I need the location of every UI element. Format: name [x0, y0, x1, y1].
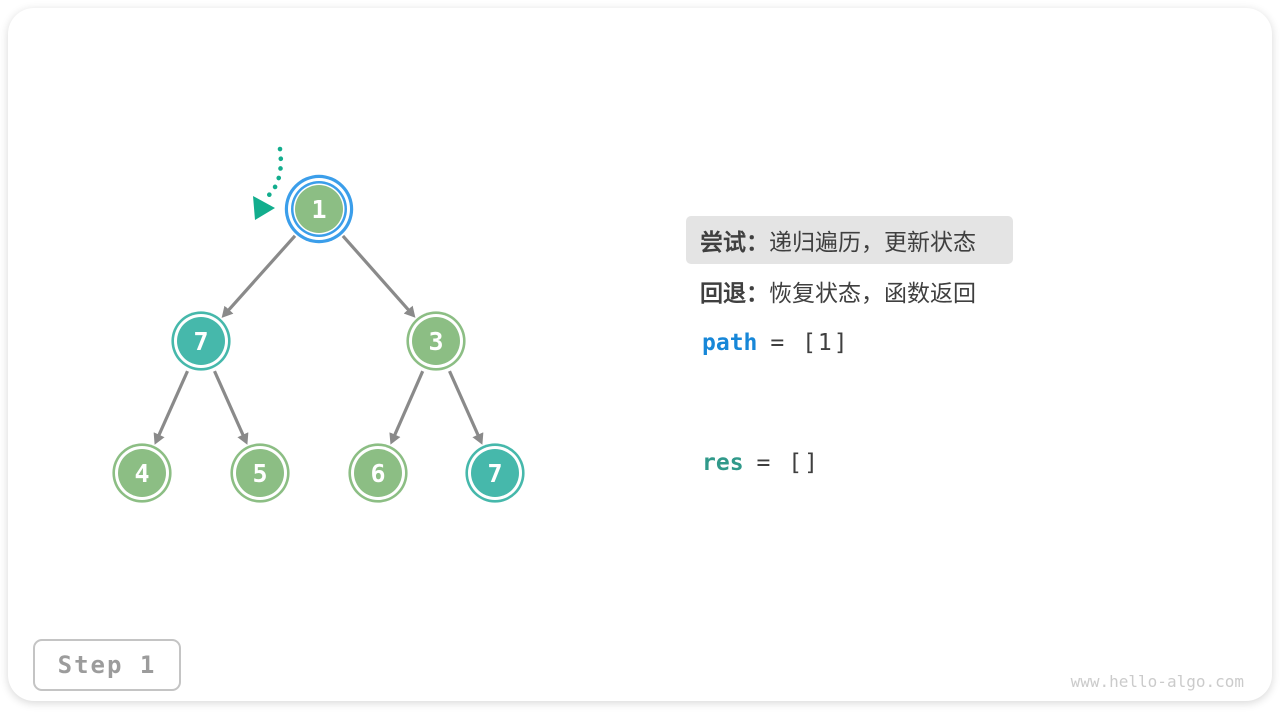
tree-node-6: 6: [354, 449, 402, 497]
res-variable-line: res = []: [686, 439, 820, 487]
res-variable-value: = []: [756, 450, 820, 476]
tree-edge: [389, 370, 425, 445]
step-badge: Step 1: [33, 639, 181, 691]
tree-edge: [213, 370, 249, 445]
tree-edges: [153, 234, 484, 445]
current-node-arrow-icon: [253, 146, 284, 220]
res-variable-name: res: [702, 450, 744, 476]
node-value: 4: [134, 458, 150, 488]
tree-edge: [153, 370, 189, 445]
tree-node-7: 7: [177, 317, 225, 365]
try-label: 尝试：: [700, 229, 769, 255]
node-value: 6: [370, 458, 386, 488]
tree-node-4: 4: [118, 449, 166, 497]
backtrack-text: 恢复状态，函数返回: [769, 280, 976, 306]
path-variable-line: path = [1]: [686, 319, 850, 367]
step-label: Step 1: [57, 651, 157, 679]
path-variable-value: = [1]: [770, 330, 850, 356]
tree-edge: [341, 234, 416, 318]
node-value: 3: [428, 326, 444, 356]
node-value: 1: [311, 194, 327, 224]
tree-node-1-current: 1: [295, 185, 343, 233]
tree-edge: [448, 370, 484, 445]
tree-node-7: 7: [471, 449, 519, 497]
figure-card: 1 7 3 4 5 6 7 尝试： 递归遍历，更新状态 回退： 恢复状态，函数返回 path…: [8, 8, 1272, 701]
tree-node-5: 5: [236, 449, 284, 497]
node-value: 7: [487, 458, 503, 488]
tree-edge: [221, 234, 297, 318]
watermark: www.hello-algo.com: [1070, 672, 1244, 691]
try-text: 递归遍历，更新状态: [769, 229, 976, 255]
try-rule-line: 尝试： 递归遍历，更新状态: [686, 216, 1013, 264]
backtrack-rule-line: 回退： 恢复状态，函数返回: [686, 267, 976, 315]
backtrack-label: 回退：: [700, 280, 769, 306]
node-value: 5: [252, 458, 268, 488]
path-variable-name: path: [702, 330, 758, 356]
node-value: 7: [193, 326, 209, 356]
binary-tree-diagram: [153, 146, 484, 445]
tree-node-3: 3: [412, 317, 460, 365]
